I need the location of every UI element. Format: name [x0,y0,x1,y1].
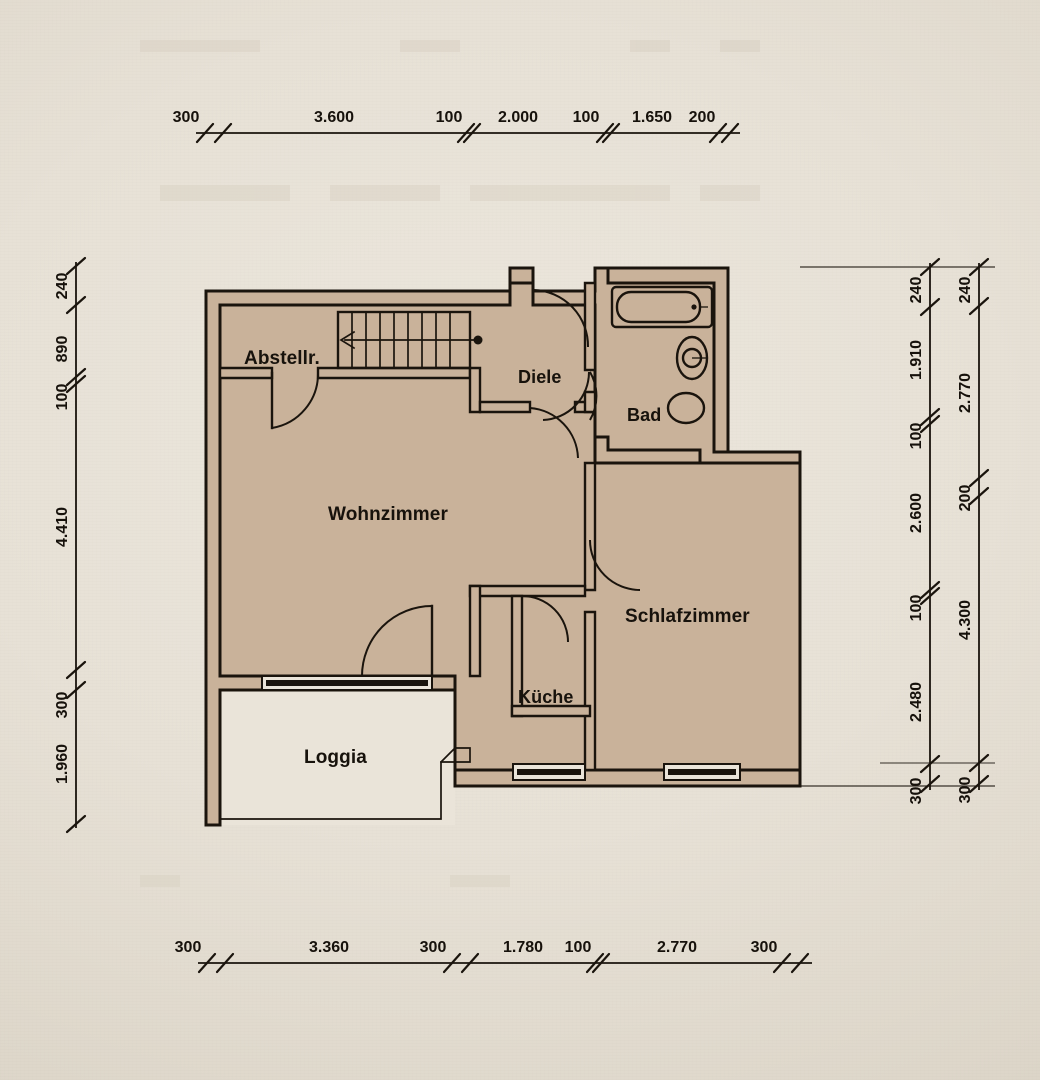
dimension-tick-marks [65,122,990,974]
dimension-label-left_outer-3: 4.410 [54,506,71,548]
dimension-label-top-6: 200 [688,109,716,126]
dimension-label-right_outer-1: 2.770 [957,372,974,414]
dimension-tick [720,122,740,144]
room-label-abstellr: Abstellr. [244,348,320,369]
dimension-tick [65,660,87,680]
dimension-tick [919,580,941,600]
dimension-tick [585,952,605,974]
dimension-tick [197,952,217,974]
window-kueche [512,763,586,781]
dimension-tick [919,297,941,317]
dimension-label-left_outer-2: 100 [54,383,71,411]
dimension-label-top-3: 2.000 [497,109,539,126]
door-schlafzimmer [589,539,641,591]
loggia-parapet [219,689,471,820]
dimension-label-left_outer-4: 300 [54,691,71,719]
dimension-label-top-4: 100 [572,109,600,126]
washbasin-icon [675,335,709,381]
dimension-tick [968,753,990,773]
dimension-tick [460,952,480,974]
dimension-label-bottom-6: 300 [750,939,778,956]
door-bad [542,371,598,421]
dimension-label-left_outer-5: 1.960 [54,743,71,785]
dimension-tick [456,122,476,144]
dimension-label-left_outer-0: 240 [54,272,71,300]
door-loggia [361,604,434,678]
bathroom-fixtures [610,285,714,425]
door-wohnzimmer [529,407,579,459]
dimension-tick [65,295,87,315]
dimension-label-bottom-5: 2.770 [656,939,698,956]
dimension-tick [919,407,941,427]
dimension-label-top-1: 3.600 [313,109,355,126]
dimension-tick [919,754,941,774]
room-label-wohnzimmer: Wohnzimmer [328,504,448,525]
dimension-label-top-5: 1.650 [631,109,673,126]
doors [270,289,641,678]
dimension-label-right_inner-1: 1.910 [908,339,925,381]
dimension-tick [195,122,215,144]
dimension-tick [213,122,233,144]
dimension-label-top-2: 100 [435,109,463,126]
dimension-label-bottom-3: 1.780 [502,939,544,956]
dimension-tick [65,256,87,276]
dimension-tick [215,952,235,974]
dimension-tick [442,952,462,974]
dimension-tick [708,122,728,144]
dimension-tick [595,122,615,144]
dimension-label-right_inner-4: 100 [908,594,925,622]
dimension-label-top-0: 300 [172,109,200,126]
room-label-bad: Bad [627,405,662,425]
dimension-tick [462,122,482,144]
dimension-tick [968,296,990,316]
dimension-label-left_outer-1: 890 [54,335,71,363]
toilet-icon [666,391,706,425]
dimension-label-right_outer-3: 4.300 [957,599,974,641]
door-kueche [521,595,569,643]
dimension-label-bottom-4: 100 [564,939,592,956]
stair-run [336,310,483,370]
dimension-tick [601,122,621,144]
window-schlafzimmer [663,763,741,781]
dimension-label-right_outer-0: 240 [957,276,974,304]
room-label-diele: Diele [518,367,562,387]
dimension-tick [968,468,990,488]
dimension-tick [65,367,87,387]
dimension-tick [968,774,990,794]
dimension-label-bottom-2: 300 [419,939,447,956]
dimension-label-right_outer-4: 300 [957,776,974,804]
dimension-tick [65,680,87,700]
dimension-label-right_inner-5: 2.480 [908,681,925,723]
dimension-label-right_outer-2: 200 [957,484,974,512]
dimension-lines [75,132,995,964]
dimension-label-bottom-1: 3.360 [308,939,350,956]
dimension-tick [919,774,941,794]
dimension-tick [591,952,611,974]
window-loggia [261,675,433,691]
door-abstellraum [270,371,320,430]
dimension-tick [65,374,87,394]
dimension-label-right_inner-2: 100 [908,422,925,450]
dimension-tick [772,952,792,974]
room-label-loggia: Loggia [304,747,367,768]
dimension-label-bottom-0: 300 [174,939,202,956]
windows [261,675,741,781]
dimension-tick [968,486,990,506]
dimension-label-right_inner-0: 240 [908,276,925,304]
bathtub-icon [610,285,714,329]
dimension-tick [790,952,810,974]
dimension-tick [919,586,941,606]
dimension-tick [65,814,87,834]
dimension-label-right_inner-3: 2.600 [908,492,925,534]
door-entrance [533,289,590,348]
interior-partitions [218,281,597,772]
room-label-schlafzimmer: Schlafzimmer [625,606,750,627]
dimension-tick [919,257,941,277]
room-label-kueche: Küche [518,687,574,707]
dimension-tick [968,257,990,277]
dimension-tick [919,414,941,434]
dimension-label-right_inner-6: 300 [908,777,925,805]
